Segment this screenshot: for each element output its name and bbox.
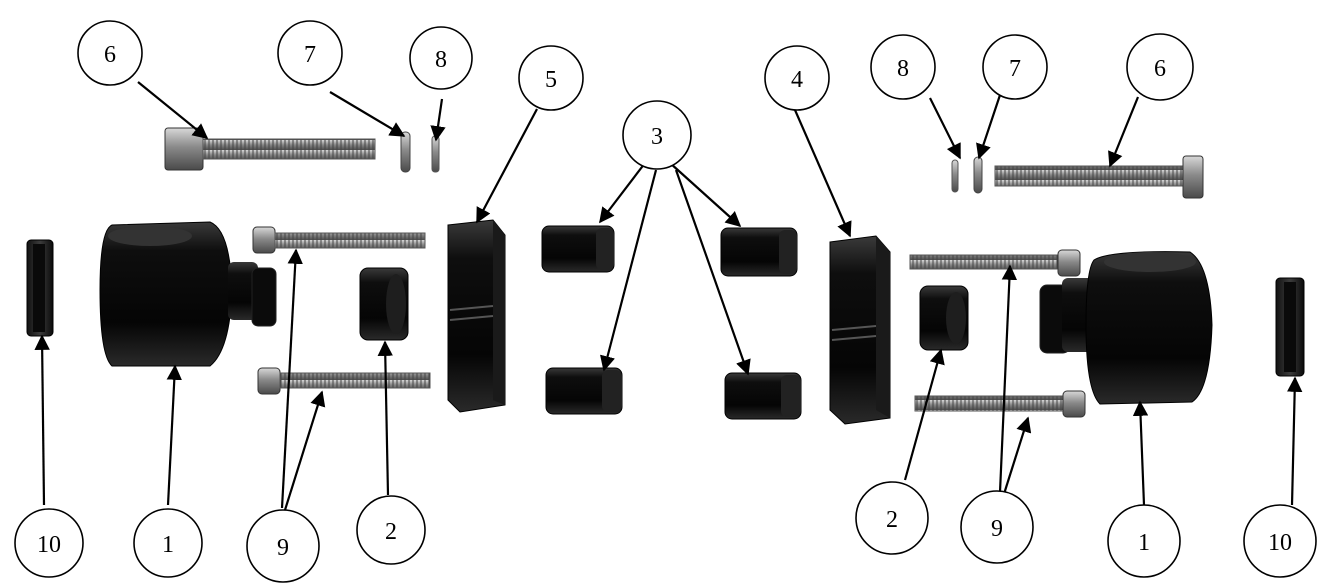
callout-2-right: 2	[855, 481, 929, 555]
callout-7-right: 7	[982, 34, 1048, 100]
washer-7-left	[400, 131, 411, 173]
hex-bolt-left	[164, 127, 376, 171]
svg-text:10: 10	[37, 532, 61, 558]
callout-6-right: 6	[1126, 33, 1194, 101]
svg-text:2: 2	[385, 519, 397, 545]
svg-text:8: 8	[897, 56, 909, 82]
svg-text:9: 9	[991, 516, 1003, 542]
svg-text:7: 7	[304, 42, 316, 68]
end-cap-right	[1275, 277, 1305, 377]
svg-text:6: 6	[1154, 56, 1166, 82]
callout-3: 3	[622, 100, 692, 170]
callout-4: 4	[764, 45, 830, 111]
callout-1-left: 1	[133, 508, 203, 578]
callout-10-left: 10	[14, 508, 84, 578]
callout-9-left: 9	[246, 509, 320, 583]
bracket-block-left	[447, 219, 506, 413]
svg-text:4: 4	[791, 67, 803, 93]
callout-10-right: 10	[1243, 504, 1317, 578]
spacer-right	[919, 285, 969, 351]
svg-text:8: 8	[435, 47, 447, 73]
svg-text:2: 2	[886, 507, 898, 533]
bushing-upper-right	[720, 227, 798, 277]
spacer-left	[359, 267, 409, 341]
bushing-upper-left	[541, 225, 615, 273]
leader-arrows	[34, 81, 1303, 511]
callout-1-right: 1	[1107, 504, 1181, 578]
screw-bottom-right	[914, 390, 1086, 418]
callout-8-left: 8	[409, 26, 473, 90]
svg-text:7: 7	[1009, 56, 1021, 82]
callout-6-left: 6	[77, 20, 143, 86]
washer-7-right	[973, 156, 983, 194]
callout-2-left: 2	[356, 495, 426, 565]
svg-text:10: 10	[1268, 530, 1292, 556]
callout-5: 5	[518, 45, 584, 111]
washer-8-right	[951, 159, 959, 193]
washer-8-left	[431, 135, 440, 173]
weight-body-right	[1039, 251, 1213, 405]
bracket-block-right	[829, 235, 891, 425]
bushing-lower-left	[545, 367, 623, 415]
callout-7-left: 7	[277, 20, 343, 86]
svg-text:1: 1	[162, 532, 174, 558]
end-cap-left	[26, 239, 54, 337]
screw-top-left	[252, 226, 426, 254]
callout-9-right: 9	[960, 490, 1034, 564]
svg-text:9: 9	[277, 535, 289, 561]
callout-8-right: 8	[870, 34, 936, 100]
svg-text:5: 5	[545, 67, 557, 93]
bushing-lower-right	[724, 372, 802, 420]
svg-text:6: 6	[104, 42, 116, 68]
weight-body-left	[99, 221, 277, 367]
hex-bolt-right	[994, 155, 1204, 199]
svg-text:1: 1	[1138, 530, 1150, 556]
screw-bottom-left	[257, 367, 431, 395]
screw-top-right	[909, 249, 1081, 277]
svg-text:3: 3	[651, 124, 663, 150]
